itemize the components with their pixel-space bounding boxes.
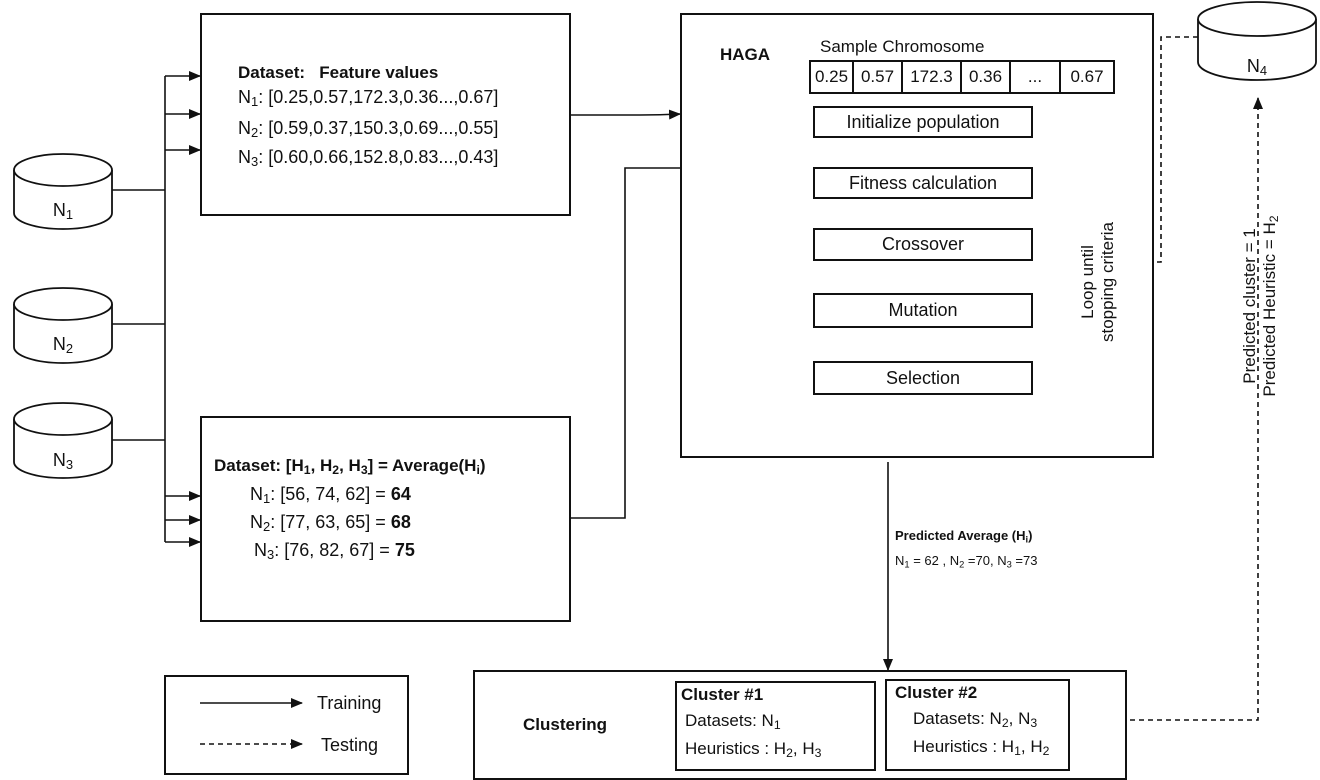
- step-fitness-calculation: Fitness calculation: [813, 167, 1033, 199]
- cluster-2-datasets: Datasets: N2, N3: [913, 709, 1038, 731]
- testing-dashed-n4-to-haga: [1130, 36, 1198, 267]
- heuristic-dataset-box: Dataset: [H1, H2, H3] = Average(Hi) N1: …: [200, 416, 571, 622]
- feature-row-n3: N3: [0.60,0.66,152.8,0.83...,0.43]: [238, 147, 499, 170]
- gene-cell-3: 172.3: [903, 62, 962, 92]
- cluster-2-title: Cluster #2: [895, 683, 978, 702]
- heuristic-row-n3: N3: [76, 82, 67] = 75: [254, 540, 415, 563]
- step-initialize-population: Initialize population: [813, 106, 1033, 138]
- predicted-average-title: Predicted Average (Hi): [895, 528, 1033, 545]
- step-crossover: Crossover: [813, 228, 1033, 261]
- gene-cell-2: 0.57: [854, 62, 903, 92]
- clustering-label: Clustering: [523, 715, 608, 734]
- sample-chromosome: 0.25 0.57 172.3 0.36 ... 0.67: [809, 60, 1115, 94]
- cluster-2-heuristics: Heuristics : H1, H2: [913, 737, 1050, 759]
- feature-row-n1: N1: [0.25,0.57,172.3,0.36...,0.67]: [238, 87, 499, 110]
- database-n2-label: N2: [52, 334, 74, 357]
- legend-training-label: Training: [317, 693, 382, 713]
- arrow-dataset-to-haga: [571, 109, 681, 120]
- heuristic-row-n2: N2: [77, 63, 65] = 68: [250, 512, 411, 535]
- cluster-1-box: Cluster #1 Datasets: N1 Heuristics : H2,…: [675, 681, 876, 771]
- step-mutation: Mutation: [813, 293, 1033, 328]
- feature-dataset-header: Dataset: Feature values: [238, 63, 439, 82]
- cluster-1-title: Cluster #1: [681, 685, 764, 704]
- gene-cell-5: ...: [1011, 62, 1061, 92]
- chromosome-label: Sample Chromosome: [820, 37, 985, 56]
- cluster-1-datasets: Datasets: N1: [685, 711, 781, 733]
- database-n4-label: N4: [1246, 56, 1268, 79]
- cluster-2-box: Cluster #2 Datasets: N2, N3 Heuristics :…: [885, 679, 1070, 771]
- feature-dataset-box: Dataset: Feature values N1: [0.25,0.57,1…: [200, 13, 571, 216]
- gene-cell-6: 0.67: [1070, 67, 1104, 86]
- heuristic-row-n1: N1: [56, 74, 62] = 64: [250, 484, 411, 507]
- database-n3-icon: [13, 402, 113, 479]
- predicted-average-values: N1 = 62 , N2 =70, N3 =73: [895, 553, 1038, 570]
- testing-dashed-cluster-to-n4: [1130, 97, 1263, 721]
- haga-title: HAGA: [720, 45, 771, 64]
- cluster-1-heuristics: Heuristics : H2, H3: [685, 739, 822, 761]
- database-n1-label: N1: [52, 200, 74, 223]
- database-n3-label: N3: [52, 450, 74, 473]
- gene-cell-1: 0.25: [811, 62, 854, 92]
- feature-row-n2: N2: [0.59,0.37,150.3,0.69...,0.55]: [238, 118, 499, 141]
- legend-testing-label: Testing: [321, 735, 379, 755]
- gene-cell-4: 0.36: [962, 62, 1011, 92]
- heuristic-dataset-header: Dataset: [H1, H2, H3] = Average(Hi): [214, 456, 486, 478]
- legend-box: Training Testing: [164, 675, 409, 775]
- step-selection: Selection: [813, 361, 1033, 395]
- database-n4-icon: [1197, 1, 1317, 81]
- prediction-label: Predicted cluster = 1 Predicted Heuristi…: [1240, 215, 1282, 397]
- loop-label: Loop until stopping criteria: [1078, 222, 1117, 343]
- database-n1-icon: [13, 153, 113, 230]
- database-n2-icon: [13, 287, 113, 364]
